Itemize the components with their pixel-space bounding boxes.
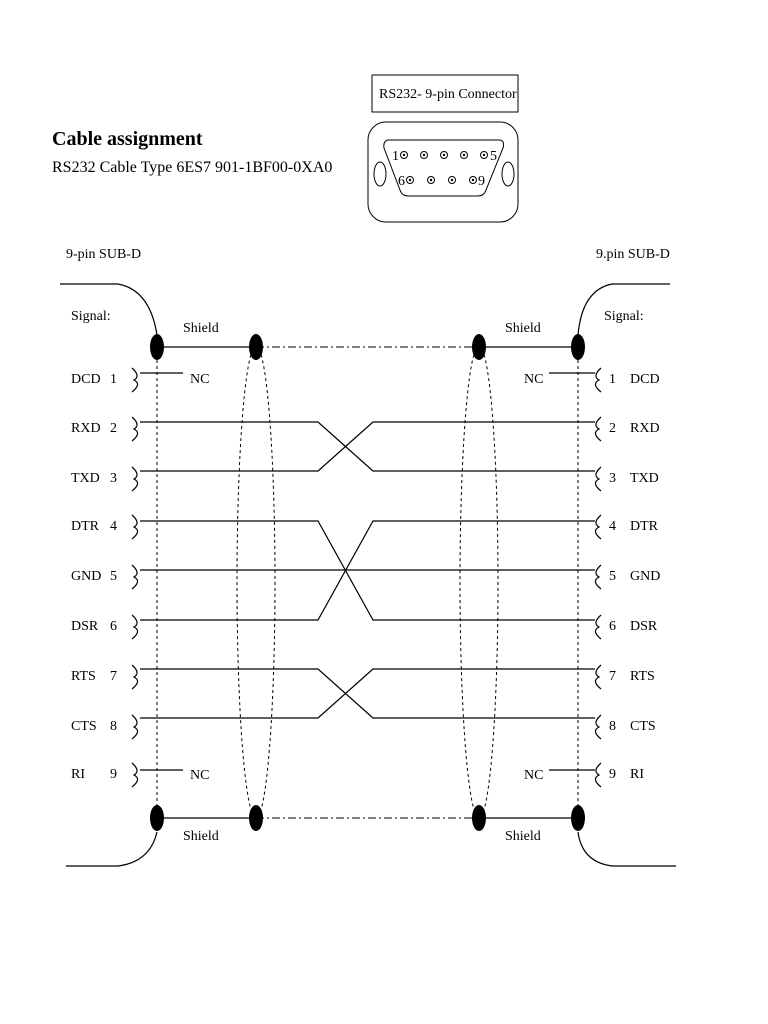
right-pin-contact-5 xyxy=(594,564,602,590)
connector-pin-6-label: 6 xyxy=(398,174,405,189)
left-signal-rxd: RXD xyxy=(71,421,101,436)
right-bottom-shield-label: Shield xyxy=(505,829,541,844)
right-pin-contact-6 xyxy=(594,614,602,640)
left-pin-number-2: 2 xyxy=(110,421,117,436)
left-signal-gnd: GND xyxy=(71,569,101,584)
right-signal-dsr: DSR xyxy=(630,619,658,634)
left-pin1-nc-label: NC xyxy=(190,372,209,387)
right-signal-ri: RI xyxy=(630,767,644,782)
left-pin-contact-7 xyxy=(131,664,139,690)
right-pin-contact-7 xyxy=(594,664,602,690)
wires xyxy=(140,421,595,719)
left-mid-top-shield-node xyxy=(249,334,263,360)
left-bottom-cable-jacket xyxy=(66,831,158,867)
page-subtitle: RS232 Cable Type 6ES7 901-1BF00-0XA0 xyxy=(52,159,332,176)
right-pin-contact-9 xyxy=(594,762,602,788)
left-top-cable-jacket xyxy=(60,283,158,336)
left-pin-contact-1 xyxy=(131,367,139,393)
connector-label-box xyxy=(371,74,519,113)
left-top-shield-node xyxy=(150,334,164,360)
right-signal-header: Signal: xyxy=(604,309,644,324)
left-signal-dtr: DTR xyxy=(71,519,100,534)
right-pin-number-4: 4 xyxy=(609,519,616,534)
left-signal-rts: RTS xyxy=(71,669,96,684)
left-signal-header: Signal: xyxy=(71,309,111,324)
left-pin-contact-2 xyxy=(131,416,139,442)
connector-pin-9-label: 9 xyxy=(478,174,485,189)
wire-pin7-to-pin8 xyxy=(140,668,595,719)
left-pin-number-3: 3 xyxy=(110,471,117,486)
right-top-shield-label: Shield xyxy=(505,321,541,336)
right-pin-number-6: 6 xyxy=(609,619,616,634)
left-pin-number-9: 9 xyxy=(110,767,117,782)
right-bottom-cable-jacket xyxy=(577,831,676,867)
left-pin-number-4: 4 xyxy=(110,519,117,534)
right-top-cable-jacket xyxy=(577,283,670,336)
left-signal-txd: TXD xyxy=(71,471,100,486)
right-bottom-shield-node xyxy=(571,805,585,831)
right-pin-number-8: 8 xyxy=(609,719,616,734)
wire-pin6-to-pin4 xyxy=(140,520,595,621)
left-shield-ellipse xyxy=(236,345,276,819)
left-pin-contact-4 xyxy=(131,514,139,540)
left-top-shield-label: Shield xyxy=(183,321,219,336)
right-pin-number-9: 9 xyxy=(609,767,616,782)
right-pin-number-5: 5 xyxy=(609,569,616,584)
right-connector-label: 9.pin SUB-D xyxy=(596,247,670,262)
left-pin9-nc-label: NC xyxy=(190,768,209,783)
wire-pin8-to-pin7 xyxy=(140,668,595,719)
left-pin-number-1: 1 xyxy=(110,372,117,387)
connector-pin-5-label: 5 xyxy=(490,149,497,164)
connector-pin-1-label: 1 xyxy=(392,149,399,164)
right-signal-dtr: DTR xyxy=(630,519,659,534)
left-signal-cts: CTS xyxy=(71,719,97,734)
right-pin-contact-4 xyxy=(594,514,602,540)
left-signal-dcd: DCD xyxy=(71,372,101,387)
right-signal-cts: CTS xyxy=(630,719,656,734)
right-signal-rts: RTS xyxy=(630,669,655,684)
left-pin-contact-8 xyxy=(131,714,139,740)
left-signal-dsr: DSR xyxy=(71,619,99,634)
page-title: Cable assignment xyxy=(52,128,203,150)
left-signal-ri: RI xyxy=(71,767,85,782)
right-pin1-nc-label: NC xyxy=(524,372,543,387)
left-pin-contact-5 xyxy=(131,564,139,590)
right-signal-gnd: GND xyxy=(630,569,660,584)
right-pin-number-1: 1 xyxy=(609,372,616,387)
right-pin-contact-2 xyxy=(594,416,602,442)
right-signal-rxd: RXD xyxy=(630,421,660,436)
right-pin-contact-3 xyxy=(594,466,602,492)
left-pin-number-8: 8 xyxy=(110,719,117,734)
right-pin-number-7: 7 xyxy=(609,669,616,684)
right-shield-ellipse xyxy=(459,345,499,819)
left-bottom-shield-label: Shield xyxy=(183,829,219,844)
left-pin-number-6: 6 xyxy=(110,619,117,634)
left-pin-number-7: 7 xyxy=(110,669,117,684)
wire-pin3-to-pin2 xyxy=(140,421,595,472)
right-top-shield-node xyxy=(571,334,585,360)
right-pin9-nc-label: NC xyxy=(524,768,543,783)
left-pin-contact-3 xyxy=(131,466,139,492)
db9-connector-icon xyxy=(367,121,519,223)
right-pin-contact-8 xyxy=(594,714,602,740)
left-bottom-shield-node xyxy=(150,805,164,831)
left-connector-label: 9-pin SUB-D xyxy=(66,247,141,262)
right-mid-bottom-shield-node xyxy=(472,805,486,831)
left-pin-contact-9 xyxy=(131,762,139,788)
right-pin-number-3: 3 xyxy=(609,471,616,486)
right-mid-top-shield-node xyxy=(472,334,486,360)
left-pin-contact-6 xyxy=(131,614,139,640)
left-pin-number-5: 5 xyxy=(110,569,117,584)
right-pin-contact-1 xyxy=(594,367,602,393)
wire-pin2-to-pin3 xyxy=(140,421,595,472)
right-signal-txd: TXD xyxy=(630,471,659,486)
connector-label: RS232- 9-pin Connector xyxy=(379,87,517,102)
left-mid-bottom-shield-node xyxy=(249,805,263,831)
right-pin-number-2: 2 xyxy=(609,421,616,436)
right-signal-dcd: DCD xyxy=(630,372,660,387)
